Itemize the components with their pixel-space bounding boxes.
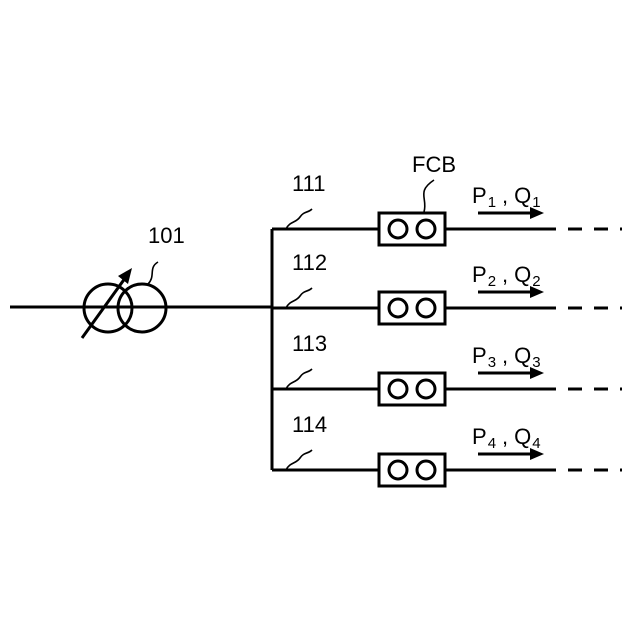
- power-label-q: Q: [514, 424, 531, 449]
- power-label: P4,Q4: [472, 424, 541, 452]
- breaker-contact-left: [389, 380, 407, 398]
- power-label-p-sub: 2: [488, 273, 496, 290]
- breaker-contact-left: [389, 461, 407, 479]
- feeder-id-label: 113: [292, 331, 327, 356]
- feeder-id-label: 114: [292, 412, 327, 437]
- power-label-comma: ,: [502, 424, 508, 449]
- feeder-114: 114P4,Q4: [272, 412, 622, 486]
- power-label-comma: ,: [502, 262, 508, 287]
- power-label: P2,Q2: [472, 262, 541, 290]
- feeder-leader: [286, 209, 312, 229]
- feeder-id-label: 111: [292, 171, 325, 196]
- power-label: P1,Q1: [472, 183, 541, 211]
- power-label-p-sub: 4: [488, 435, 496, 452]
- power-label-p: P: [472, 262, 487, 287]
- breaker-label: FCB: [412, 152, 456, 177]
- breaker-leader: [424, 180, 434, 212]
- power-label-q-sub: 3: [532, 354, 540, 371]
- power-label-q: Q: [514, 262, 531, 287]
- power-label-q: Q: [514, 183, 531, 208]
- feeder-111: 111P1,Q1: [272, 171, 622, 245]
- power-label-q-sub: 1: [532, 194, 540, 211]
- feeder-113: 113P3,Q3: [272, 331, 622, 405]
- feeder-112: 112P2,Q2: [272, 250, 622, 324]
- transformer-symbol: [82, 268, 166, 338]
- breaker-contact-right: [417, 220, 435, 238]
- feeders-group: 111P1,Q1112P2,Q2113P3,Q3114P4,Q4: [272, 171, 622, 486]
- power-label-q-sub: 2: [532, 273, 540, 290]
- feeder-id-label: 112: [292, 250, 327, 275]
- power-label-q-sub: 4: [532, 435, 540, 452]
- breaker-contact-right: [417, 461, 435, 479]
- power-label-p: P: [472, 183, 487, 208]
- power-label-p-sub: 3: [488, 354, 496, 371]
- breaker-contact-right: [417, 299, 435, 317]
- power-label-comma: ,: [502, 343, 508, 368]
- power-label-p: P: [472, 424, 487, 449]
- breaker-contact-left: [389, 299, 407, 317]
- power-label-comma: ,: [502, 183, 508, 208]
- feeder-leader: [286, 369, 312, 389]
- power-label-p: P: [472, 343, 487, 368]
- breaker-contact-left: [389, 220, 407, 238]
- power-label: P3,Q3: [472, 343, 541, 371]
- breaker-contact-right: [417, 380, 435, 398]
- feeder-leader: [286, 288, 312, 308]
- transformer-label: 101: [148, 223, 185, 248]
- power-label-p-sub: 1: [488, 194, 496, 211]
- feeder-leader: [286, 450, 312, 470]
- transformer-leader: [148, 262, 158, 284]
- power-label-q: Q: [514, 343, 531, 368]
